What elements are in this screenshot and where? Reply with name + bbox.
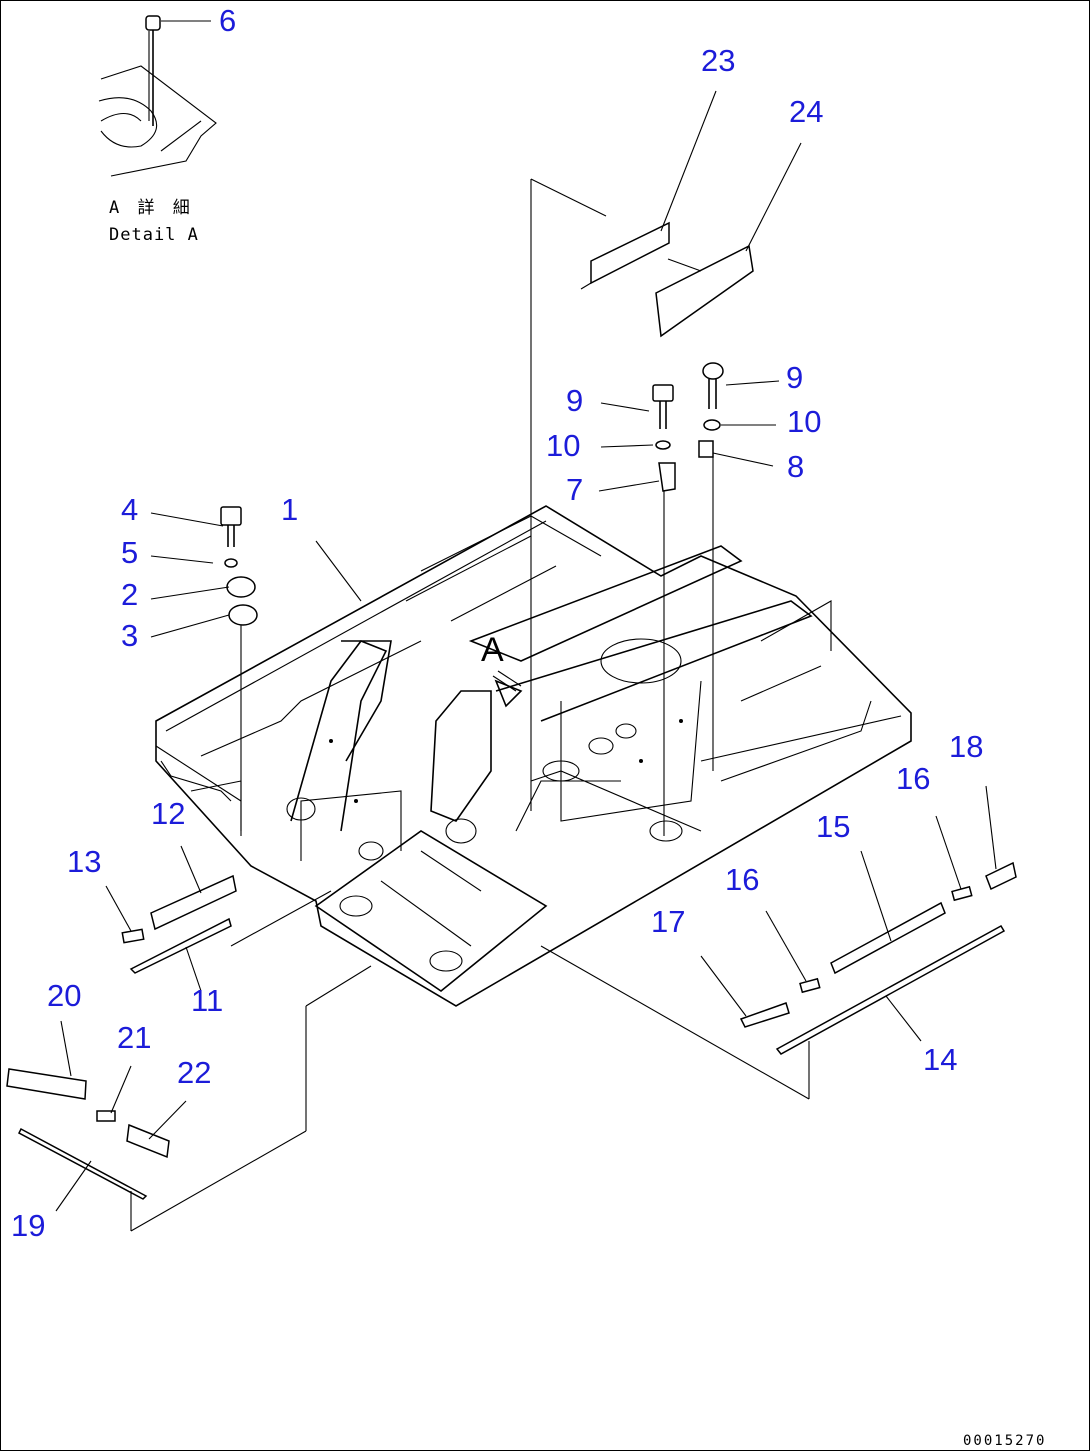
upper-parts — [220, 221, 754, 626]
callout-1: 1 — [281, 492, 299, 527]
callout-4: 4 — [121, 492, 139, 527]
callout-19: 19 — [11, 1208, 46, 1243]
callout-9-left: 9 — [566, 383, 584, 418]
leader-lines — [55, 20, 997, 1232]
callout-18: 18 — [949, 729, 984, 764]
callout-15: 15 — [816, 809, 851, 844]
detail-a-label-en: Detail A — [109, 225, 199, 245]
callout-7: 7 — [566, 472, 584, 507]
detail-a-marker: A — [481, 631, 504, 669]
callout-5: 5 — [121, 535, 139, 570]
callout-14: 14 — [923, 1042, 958, 1077]
callout-13: 13 — [67, 844, 102, 879]
detail-a-label-jp: A 詳 細 — [109, 198, 194, 218]
callout-22: 22 — [177, 1055, 212, 1090]
revolving-frame — [155, 505, 912, 1007]
callout-23: 23 — [701, 43, 736, 78]
seal-parts — [6, 861, 1017, 1200]
callout-16-right: 16 — [896, 761, 931, 796]
callout-11: 11 — [191, 983, 224, 1018]
callout-17: 17 — [651, 904, 686, 939]
callout-10-right: 10 — [787, 404, 822, 439]
detail-a-inset — [98, 15, 217, 177]
callout-20: 20 — [47, 978, 82, 1013]
callout-6: 6 — [219, 3, 237, 38]
callout-10-left: 10 — [546, 428, 581, 463]
callout-3: 3 — [121, 618, 139, 653]
drawing-code: 00015270 — [963, 1433, 1047, 1449]
callout-24: 24 — [789, 94, 824, 129]
callout-8: 8 — [787, 449, 805, 484]
detail-a-arrow — [492, 670, 523, 708]
callout-12: 12 — [151, 796, 186, 831]
callout-9-right: 9 — [786, 360, 804, 395]
callout-21: 21 — [117, 1020, 152, 1055]
callout-16-left: 16 — [725, 862, 760, 897]
callout-2: 2 — [121, 577, 139, 612]
